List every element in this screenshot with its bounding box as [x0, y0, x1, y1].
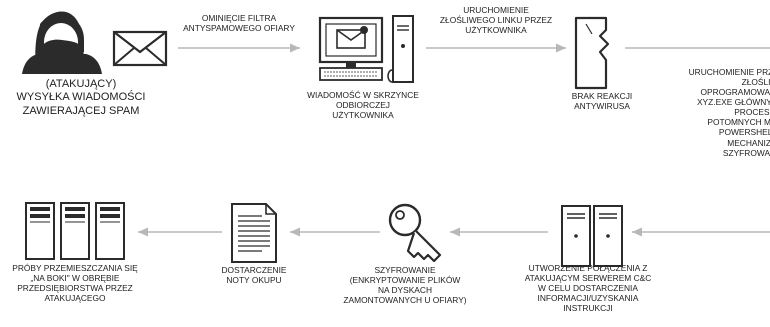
text-line: INSTRUKCJI [563, 303, 613, 314]
edge-label-spam-filter: OMINIĘCIE FILTRA ANTYSPAMOWEGO OFIARY [176, 13, 302, 33]
inbox-caption: WIADOMOŚĆ W SKRZYNCE ODBIORCZEJ UŻYTKOWN… [300, 90, 426, 120]
encryption-caption: SZYFROWANIE (ENKRYPTOWANIE PLIKÓW NA DYS… [340, 265, 470, 305]
text-line: UŻYTKOWNIKA [332, 110, 394, 121]
text-line: ANTYWIRUSA [574, 101, 630, 112]
hooded-attacker-icon [22, 11, 102, 74]
text-line: „NA BOKI" W OBRĘBIE [30, 273, 120, 284]
malware-execution-caption: URUCHOMIENIE PRZEZ ZŁOŚLIWE OPROGRAMOWAN… [664, 67, 770, 217]
text-line: POTOMNYCH M.IN. [707, 117, 770, 128]
text-line: ZAMONTOWANYCH U OFIARY) [343, 295, 467, 306]
text-line: (ATAKUJĄCY) [45, 78, 117, 90]
document-icon [231, 203, 277, 263]
antivirus-caption: BRAK REAKCJI ANTYWIRUSA [552, 91, 652, 111]
text-line: BRAK REAKCJI [571, 91, 633, 101]
text-line: ZŁOŚLIWE [741, 77, 770, 88]
text-line: UTWORZENIE POŁĄCZENIA Z [528, 263, 648, 273]
text-line: (ENKRYPTOWANIE PLIKÓW [349, 275, 461, 286]
text-line: W CELU DOSTARCZENIA [538, 283, 638, 294]
broken-wall-icon [574, 16, 610, 90]
text-line: ODBIORCZEJ [336, 100, 390, 111]
envelope-icon [112, 30, 168, 67]
text-line: ZAWIERAJĄCEJ SPAM [22, 104, 140, 117]
text-line: SZYFROWANIE [374, 265, 436, 275]
text-line: INFORMACJI/UZYSKANIA [537, 293, 639, 304]
ransom-note-caption: DOSTARCZENIE NOTY OKUPU [204, 265, 304, 285]
text-line: OPROGRAMOWANIE [700, 87, 770, 98]
text-line: MECHANIZMU [727, 137, 770, 148]
cnc-connection-caption: UTWORZENIE POŁĄCZENIA Z ATAKUJĄCYM SERWE… [522, 263, 654, 313]
text-line: NA DYSKACH [378, 285, 432, 296]
text-line: PRÓBY PRZEMIESZCZANIA SIĘ [12, 263, 138, 273]
text-line: URUCHOMIENIE PRZEZ [688, 67, 770, 77]
text-line: ATAKUJĄCEGO [44, 293, 106, 304]
text-line: POWERSHELL + [718, 127, 770, 138]
text-line: WIADOMOŚĆ W SKRZYNCE [307, 90, 419, 100]
text-line: UŻYTKOWNIKA [465, 25, 527, 36]
server-tower-icon [561, 205, 623, 267]
text-line: XYZ.EXE GŁÓWNYCH [696, 97, 770, 108]
text-line: OMINIĘCIE FILTRA [201, 13, 277, 23]
attacker-caption: (ATAKUJĄCY) WYSYŁKA WIADOMOŚCI ZAWIERAJĄ… [8, 78, 154, 118]
text-line: PROCESÓW [734, 107, 770, 118]
desktop-computer-icon [318, 15, 414, 83]
edge-label-malicious-link: URUCHOMIENIE ZŁOŚLIWEGO LINKU PRZEZ UŻYT… [426, 5, 566, 35]
text-line: ZŁOŚLIWEGO LINKU PRZEZ [439, 15, 553, 26]
text-line: URUCHOMIENIE [463, 5, 529, 15]
text-line: DOSTARCZENIE [221, 265, 287, 275]
text-line: PRZEDSIĘBIORSTWA PRZEZ [17, 283, 133, 294]
text-line: WYSYŁKA WIADOMOŚCI [16, 91, 146, 104]
text-line: SZYFROWANIA [722, 147, 770, 158]
text-line: ATAKUJĄCYM SERWEREM C&C [524, 273, 652, 284]
server-rack-icon [25, 202, 125, 260]
text-line: NOTY OKUPU [226, 275, 282, 286]
lateral-movement-caption: PRÓBY PRZEMIESZCZANIA SIĘ „NA BOKI" W OB… [0, 263, 150, 303]
key-icon [388, 203, 442, 263]
text-line: ANTYSPAMOWEGO OFIARY [183, 23, 295, 34]
